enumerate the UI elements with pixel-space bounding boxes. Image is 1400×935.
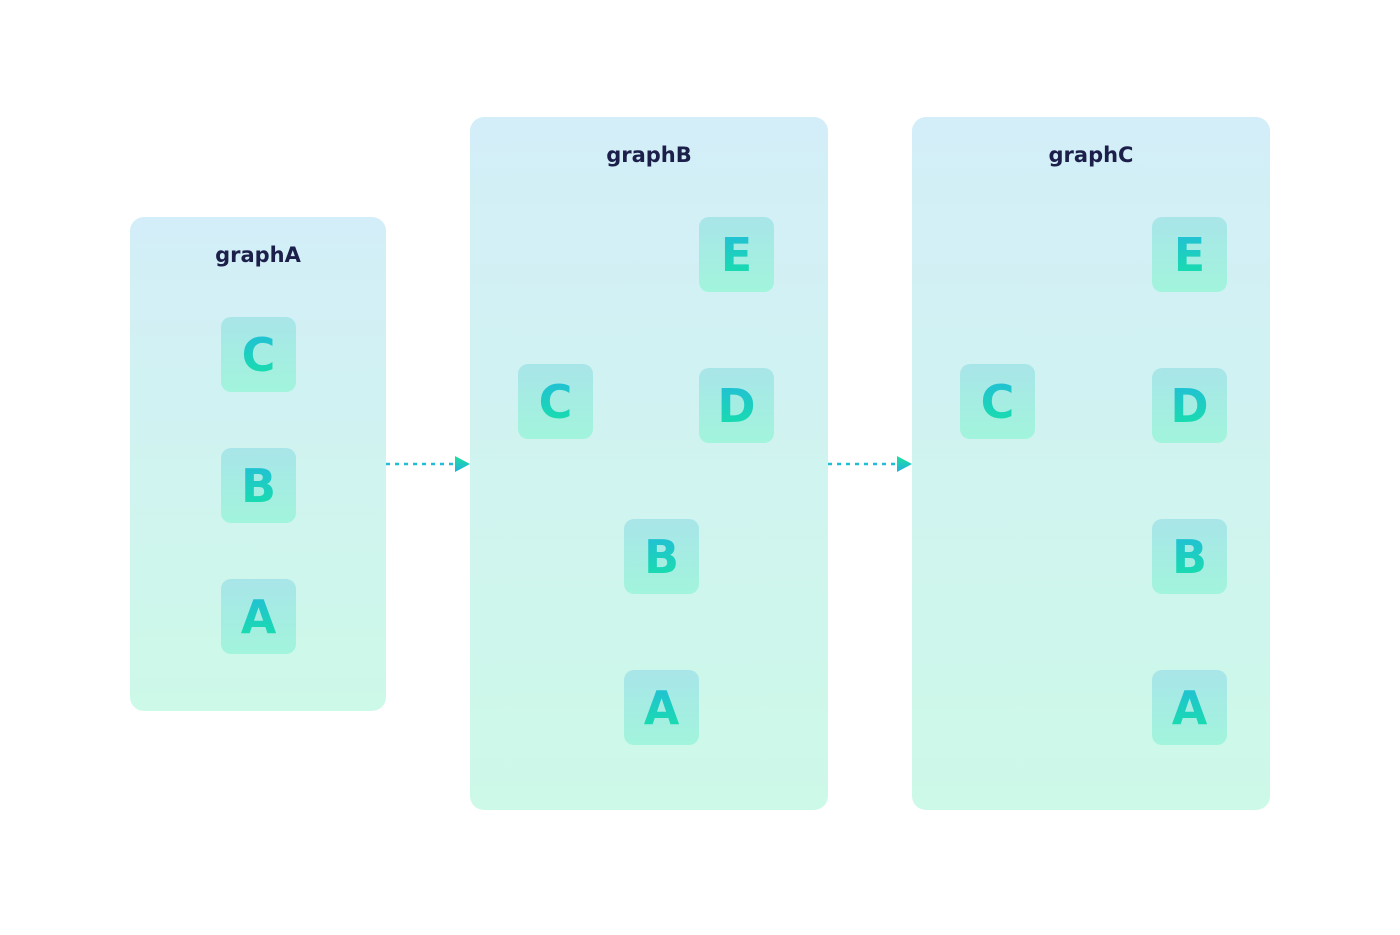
graph-c-node-d: D — [1152, 368, 1227, 443]
graph-a-node-b-label: B — [240, 458, 277, 513]
transition-b-to-c-arrow — [828, 456, 912, 472]
graph-panel-b: graphB E C D B A — [470, 117, 828, 810]
graph-a-node-c-label: C — [241, 327, 276, 382]
graph-c-node-d-label: D — [1170, 378, 1209, 433]
graph-b-node-c-label: C — [538, 374, 573, 429]
graph-b-node-a: A — [624, 670, 699, 745]
graph-c-node-c: C — [960, 364, 1035, 439]
graph-b-node-d-label: D — [717, 378, 756, 433]
graph-c-node-e: E — [1152, 217, 1227, 292]
graph-a-title: graphA — [215, 243, 301, 267]
transition-a-to-b-arrow — [386, 456, 470, 472]
graph-a-node-b: B — [221, 448, 296, 523]
graph-b-node-e-label: E — [720, 227, 753, 282]
graph-c-node-b-label: B — [1171, 529, 1208, 584]
graph-b-node-e: E — [699, 217, 774, 292]
graph-c-title: graphC — [1048, 143, 1134, 167]
graph-a-node-a: A — [221, 579, 296, 654]
graph-c-node-b: B — [1152, 519, 1227, 594]
graph-b-node-a-label: A — [643, 680, 680, 735]
graph-panel-c: graphC E C D B A — [912, 117, 1270, 810]
graph-c-node-a: A — [1152, 670, 1227, 745]
graph-c-node-a-label: A — [1171, 680, 1208, 735]
graph-c-node-c-label: C — [980, 374, 1015, 429]
graph-c-node-e-label: E — [1173, 227, 1206, 282]
graph-b-node-b: B — [624, 519, 699, 594]
graph-a-node-a-label: A — [240, 589, 277, 644]
graph-b-node-c: C — [518, 364, 593, 439]
graph-panel-a: graphA C B A — [130, 217, 386, 711]
graph-b-node-d: D — [699, 368, 774, 443]
graph-b-title: graphB — [606, 143, 692, 167]
graph-a-node-c: C — [221, 317, 296, 392]
graph-b-node-b-label: B — [643, 529, 680, 584]
